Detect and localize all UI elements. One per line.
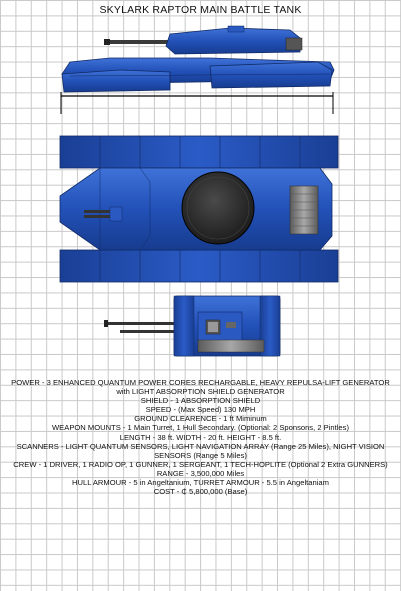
side-front-pod [61,69,171,93]
spec-range: RANGE - 3,500,000 Miles [156,468,245,478]
front-grille [197,339,265,353]
spec-ground-clearance: GROUND CLEARENCE - 1 ft Miminum [134,414,267,424]
spec-sheet: POWER - 3 ENHANCED QUANTUM POWER CORES R… [8,378,393,496]
top-turret [181,171,255,245]
spec-scanners: SCANNERS - LIGHT QUANTUM SENSORS, LIGHT … [16,441,385,460]
spec-weapon-mounts: WEAPON MOUNTS - 1 Main Turret, 1 Hull Se… [52,423,349,433]
front-main-gun [104,322,176,325]
top-secondary-gun [84,210,114,213]
front-view [104,295,281,357]
spec-shield: SHIELD - 1 ABSORPTION SHIELD [140,396,261,406]
front-secondary-gun [120,330,176,333]
side-rear-pod [209,61,333,89]
top-lower-pod [59,249,339,283]
spec-crew: CREW - 1 DRIVER, 1 RADIO OP, 1 GUNNER, 1… [13,459,388,469]
spec-power: POWER - 3 ENHANCED QUANTUM POWER CORES R… [11,378,390,397]
spec-speed: SPEED - (Max Speed) 130 MPH [145,405,256,415]
side-view [60,25,335,114]
spec-armour: HULL ARMOUR - 5 in Angeltanium, TURRET A… [72,478,329,488]
tank-blueprint [59,25,339,357]
top-view [59,135,339,283]
page-title: SKYLARK RAPTOR MAIN BATTLE TANK [99,4,302,16]
spec-cost: COST - ₵ 5,800,000 (Base) [153,487,248,497]
spec-dimensions: LENGTH - 38 ft. WIDTH - 20 ft. HEIGHT - … [119,432,282,442]
side-main-gun [104,40,176,44]
top-upper-pod [59,135,339,169]
